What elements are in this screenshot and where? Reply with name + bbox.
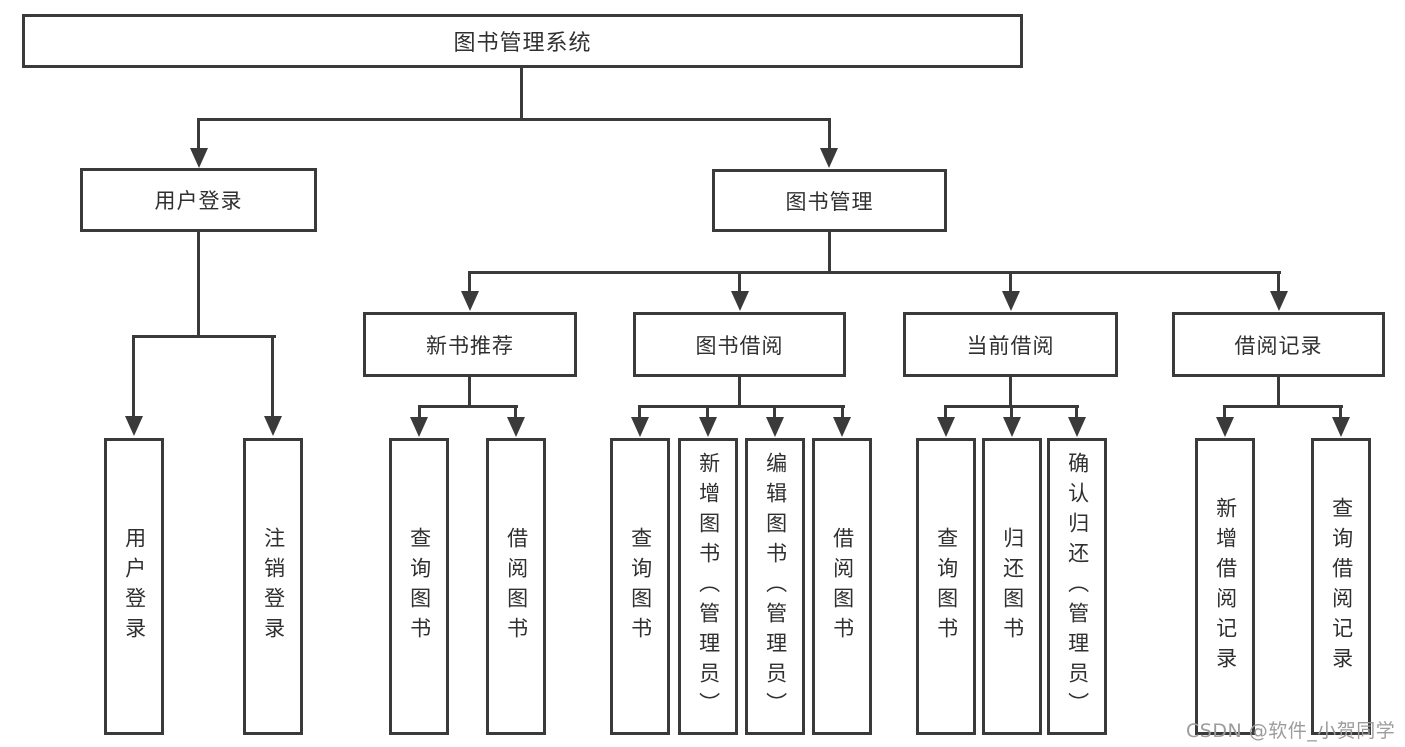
leaf-add-book-admin-label: 新增图书（管理员） xyxy=(696,451,721,722)
leaf-confirm-return-admin: 确认归还（管理员） xyxy=(1047,438,1107,735)
leaf-query-books-borrowing: 查询图书 xyxy=(610,438,670,735)
arrow-down-icon xyxy=(264,416,282,436)
arrow-down-icon xyxy=(410,417,428,437)
arrow-down-icon xyxy=(1270,291,1288,311)
edge-book-management-stem xyxy=(828,232,831,273)
edge-root-rail xyxy=(197,118,831,121)
leaf-confirm-return-admin-label: 确认归还（管理员） xyxy=(1065,451,1090,722)
edge-root-drop-right xyxy=(828,118,831,150)
edge-borrowing-records-drop-2 xyxy=(1339,405,1342,420)
leaf-edit-book-admin-label: 编辑图书（管理员） xyxy=(763,451,788,722)
leaf-borrow-books-recommend: 借阅图书 xyxy=(486,438,546,735)
arrow-down-icon xyxy=(1002,291,1020,311)
leaf-add-borrow-record-label: 新增借阅记录 xyxy=(1213,496,1238,677)
arrow-down-icon xyxy=(833,417,851,437)
edge-book-management-rail xyxy=(468,271,1281,274)
node-user-login: 用户登录 xyxy=(80,168,317,232)
edge-book-borrowing-drop-1 xyxy=(638,405,641,420)
edge-borrowing-records-stem xyxy=(1277,377,1280,406)
edge-book-borrowing-stem xyxy=(738,377,741,406)
arrow-down-icon xyxy=(631,417,649,437)
edge-book-borrowing-drop-2 xyxy=(706,405,709,420)
edge-new-book-rail xyxy=(418,405,518,408)
leaf-query-books-recommend-label: 查询图书 xyxy=(407,526,432,647)
edge-new-book-drop-1 xyxy=(418,405,421,420)
edge-book-management-drop-4 xyxy=(1277,271,1280,293)
node-root: 图书管理系统 xyxy=(22,14,1023,68)
arrow-down-icon xyxy=(507,417,525,437)
csdn-watermark: CSDN @软件_小贺同学 xyxy=(1186,720,1396,742)
edge-book-management-drop-1 xyxy=(468,271,471,293)
arrow-down-icon xyxy=(1332,417,1350,437)
edge-current-borrowing-drop-3 xyxy=(1075,405,1078,420)
leaf-borrow-books-recommend-label: 借阅图书 xyxy=(504,526,529,647)
arrow-down-icon xyxy=(731,291,749,311)
node-book-borrowing: 图书借阅 xyxy=(633,312,846,377)
node-borrowing-records: 借阅记录 xyxy=(1172,312,1385,377)
edge-new-book-drop-2 xyxy=(514,405,517,420)
edge-borrowing-records-drop-1 xyxy=(1223,405,1226,420)
node-new-book-recommend-label: 新书推荐 xyxy=(426,333,514,358)
edge-user-login-drop-2 xyxy=(271,335,274,419)
edge-user-login-drop-1 xyxy=(132,335,135,419)
leaf-query-books-borrowing-label: 查询图书 xyxy=(628,526,653,647)
leaf-edit-book-admin: 编辑图书（管理员） xyxy=(745,438,805,735)
leaf-add-book-admin: 新增图书（管理员） xyxy=(678,438,738,735)
leaf-query-books-current: 查询图书 xyxy=(916,438,976,735)
edge-current-borrowing-drop-2 xyxy=(1010,405,1013,420)
edge-current-borrowing-drop-1 xyxy=(944,405,947,420)
node-book-management: 图书管理 xyxy=(712,169,947,232)
edge-book-borrowing-drop-3 xyxy=(773,405,776,420)
leaf-borrow-books: 借阅图书 xyxy=(812,438,872,735)
arrow-down-icon xyxy=(1003,417,1021,437)
leaf-user-login-label: 用户登录 xyxy=(122,526,147,647)
leaf-add-borrow-record: 新增借阅记录 xyxy=(1195,438,1255,735)
arrow-down-icon xyxy=(1216,417,1234,437)
node-root-label: 图书管理系统 xyxy=(453,31,592,56)
arrow-down-icon xyxy=(125,416,143,436)
node-current-borrowing: 当前借阅 xyxy=(903,312,1118,377)
leaf-borrow-books-label: 借阅图书 xyxy=(830,526,855,647)
arrow-down-icon xyxy=(461,291,479,311)
arrow-down-icon xyxy=(820,148,838,168)
edge-user-login-stem xyxy=(197,232,200,337)
leaf-user-login: 用户登录 xyxy=(104,438,164,735)
node-book-management-label: 图书管理 xyxy=(785,189,874,214)
leaf-return-book: 归还图书 xyxy=(982,438,1042,735)
arrow-down-icon xyxy=(937,417,955,437)
leaf-query-books-current-label: 查询图书 xyxy=(934,526,959,647)
node-borrowing-records-label: 借阅记录 xyxy=(1234,333,1323,358)
leaf-return-book-label: 归还图书 xyxy=(1000,526,1025,647)
node-new-book-recommend: 新书推荐 xyxy=(363,312,577,377)
edge-book-management-drop-2 xyxy=(738,271,741,293)
leaf-logout-label: 注销登录 xyxy=(261,526,286,647)
edge-root-stem xyxy=(520,68,523,120)
leaf-query-books-recommend: 查询图书 xyxy=(389,438,449,735)
edge-current-borrowing-stem xyxy=(1009,377,1012,406)
leaf-query-borrow-record: 查询借阅记录 xyxy=(1311,438,1371,735)
node-book-borrowing-label: 图书借阅 xyxy=(695,333,784,358)
leaf-logout: 注销登录 xyxy=(243,438,303,735)
node-current-borrowing-label: 当前借阅 xyxy=(966,333,1055,358)
leaf-query-borrow-record-label: 查询借阅记录 xyxy=(1329,496,1354,677)
edge-root-drop-left xyxy=(197,118,200,150)
edge-book-borrowing-rail xyxy=(638,405,845,408)
edge-user-login-rail xyxy=(132,335,276,338)
arrow-down-icon xyxy=(766,417,784,437)
arrow-down-icon xyxy=(190,148,208,168)
node-user-login-label: 用户登录 xyxy=(154,189,243,213)
arrow-down-icon xyxy=(699,417,717,437)
edge-borrowing-records-rail xyxy=(1223,405,1343,408)
arrow-down-icon xyxy=(1068,417,1086,437)
edge-new-book-stem xyxy=(468,377,471,406)
edge-book-borrowing-drop-4 xyxy=(841,405,844,420)
edge-book-management-drop-3 xyxy=(1009,271,1012,293)
